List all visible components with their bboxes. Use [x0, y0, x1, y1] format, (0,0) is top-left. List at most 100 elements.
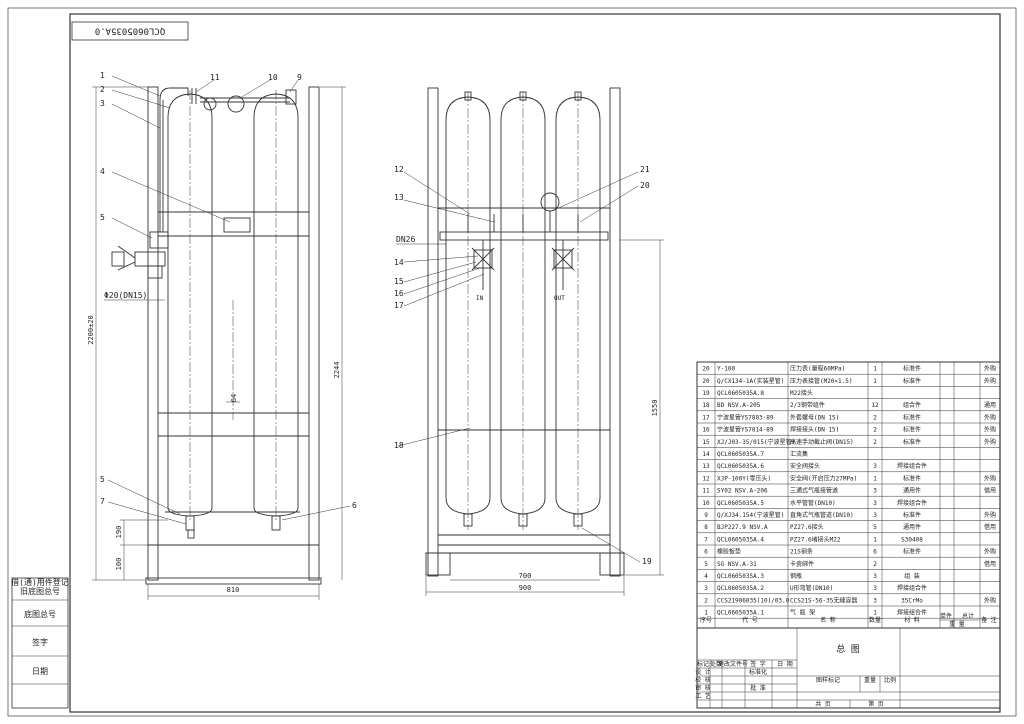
bom-row-name: M22接头: [790, 389, 813, 397]
bom-row-code: Y-100: [717, 366, 735, 373]
bom-row-name: 钢瓶: [790, 572, 802, 580]
bom-row-code: BJP227.9 NSV.A: [717, 524, 768, 531]
bom-row-code: XJ/J03-35/015(宁波星管): [717, 438, 795, 446]
bom-row-no: 16: [702, 427, 710, 434]
bom-row-qty: 1: [873, 475, 877, 482]
stamp-old-drawing-no: 旧底图总号: [20, 586, 60, 596]
bom-row-code: QCL0605035A.4: [717, 536, 764, 543]
bom-row-material: 通用件: [903, 523, 921, 531]
balloon-5b: 5: [100, 475, 105, 484]
rev-mark: 标记: [697, 660, 709, 668]
title-block: [696, 627, 1001, 709]
balloon-7: 7: [100, 497, 105, 506]
bom-row-name: 压力表接管(M20×1.5): [790, 377, 853, 385]
bom-row-code: QCL0605035A.5: [717, 500, 764, 507]
bom-row-note: 外购: [984, 511, 996, 519]
cylinder-left: [167, 93, 213, 517]
bom-row-no: 9: [704, 512, 708, 519]
drawing-number-box: QCL0605035A.0: [71, 21, 189, 41]
bom-row-material: 通用件: [903, 487, 921, 495]
left-view-dimensions: [92, 86, 346, 600]
bom-row-note: 外购: [984, 426, 996, 434]
bom-row-no: 4: [704, 573, 708, 580]
rev-sign: 签 字: [750, 660, 766, 668]
bom-row-no: 12: [702, 475, 710, 482]
bom-row-no: 3: [704, 585, 708, 592]
bom-row-qty: 2: [873, 439, 877, 446]
bom-row-code: QCL0605035A.3: [717, 573, 764, 580]
bom-row-note: 外购: [984, 377, 996, 385]
bom-row-name: 21S钢条: [790, 548, 813, 556]
bom-row-qty: 2: [873, 561, 877, 568]
bom-row-code: BD NSV.A-205: [717, 402, 761, 409]
bom-row-no: 15: [702, 439, 710, 446]
cell-sheet-no: 第 页: [868, 700, 884, 708]
title-block-title: 总 图: [836, 643, 859, 655]
bom-row-name: 三通式气瓶接管道: [790, 487, 838, 495]
bom-row-name: 卡瓷绑件: [790, 560, 814, 568]
label-dn26: DN26: [396, 235, 415, 244]
balloon-21: 21: [640, 165, 650, 174]
balloon-9: 9: [297, 73, 302, 82]
bom-row-no: 19: [702, 390, 710, 397]
bom-row-material: 标准件: [903, 548, 921, 556]
cell-scale: 比例: [884, 676, 896, 684]
bom-row-no: 18: [702, 402, 710, 409]
stamp-date: 日期: [32, 667, 48, 676]
bom-row-qty: 3: [873, 585, 877, 592]
rev-date: 日 期: [777, 660, 793, 668]
bom-row-no: 2: [704, 597, 708, 604]
bom-row-name: 汇流集: [790, 450, 808, 458]
bom-row-note: 外购: [984, 474, 996, 482]
bom-row-note: 外购: [984, 413, 996, 421]
bom-row-name: PZ27.6堵接头M22: [790, 535, 841, 543]
bom-header-no: 序号: [700, 616, 712, 624]
bom-row-no: 20: [702, 378, 710, 385]
balloon-15: 15: [394, 277, 404, 286]
bom-row-code: Q/XJ34.154(宁波星管): [717, 511, 784, 519]
side-stamp: 借(通)用件登记 旧底图总号 底图总号 签字 日期: [11, 577, 69, 709]
bom-row-no: 7: [704, 536, 708, 543]
bom-row-code: QCL0605035A.6: [717, 463, 764, 470]
dim-height-total: 2200±20: [87, 315, 95, 345]
balloon-11: 11: [210, 73, 220, 82]
bom-row-qty: 2: [873, 427, 877, 434]
bom-row-code: 宁波星管YS7803-89: [717, 413, 774, 421]
bom-row-no: 20: [702, 366, 710, 373]
role-design: 设 计: [695, 668, 711, 676]
bom-row-name: 外套螺母(DN 15): [790, 413, 839, 421]
bom-header: 序号 代 号 名 称 数量 材 料 单件 总计 重 量 备 注: [700, 612, 997, 628]
role-check: 校 核: [695, 676, 711, 684]
rev-doc: 更改文件号: [718, 660, 748, 668]
bom-row-code: 宁波星管YS7814-89: [717, 426, 774, 434]
balloon-4: 4: [100, 167, 105, 176]
right-view-balloons: 12 13 14 15 16 17 21 20 18 19: [394, 165, 652, 566]
bom-row-material: 标准件: [903, 426, 921, 434]
left-view-balloons: 1 2 3 4 5 11 10 9 5 7 6: [100, 71, 357, 510]
bom-row-material: 标准件: [903, 413, 921, 421]
balloon-16: 16: [394, 289, 404, 298]
cell-drawing-mark: 图样标记: [816, 676, 840, 684]
bom-row-qty: 1: [873, 378, 877, 385]
cylinder-1: [445, 96, 491, 515]
bom-header-mat: 材 料: [904, 616, 920, 624]
bom-row-no: 17: [702, 414, 710, 421]
bom-header-w1: 单件: [940, 612, 952, 620]
bom-header-note: 备 注: [981, 616, 997, 624]
title-block-roles: 设 计 校 核 审 核 工 艺: [695, 668, 711, 700]
bom-row-qty: 3: [873, 573, 877, 580]
bom-row-material: S30408: [901, 536, 923, 543]
bom-row-no: 5: [704, 561, 708, 568]
bom-row-material: 焊接组合件: [897, 499, 927, 507]
bom-row-note: 外购: [984, 596, 996, 604]
bom-row-no: 8: [704, 524, 708, 531]
stamp-registration: 借(通)用件登记: [11, 577, 69, 587]
dim-pipe: Φ20(DN15): [104, 291, 147, 300]
bom-row-code: QCL0605035A.2: [717, 585, 764, 592]
bom-row-qty: 1: [873, 610, 877, 617]
role-review: 审 核: [695, 684, 711, 692]
bom-row-name: U形弯管(DN10): [790, 584, 833, 592]
bom-row-material: 标准件: [903, 474, 921, 482]
